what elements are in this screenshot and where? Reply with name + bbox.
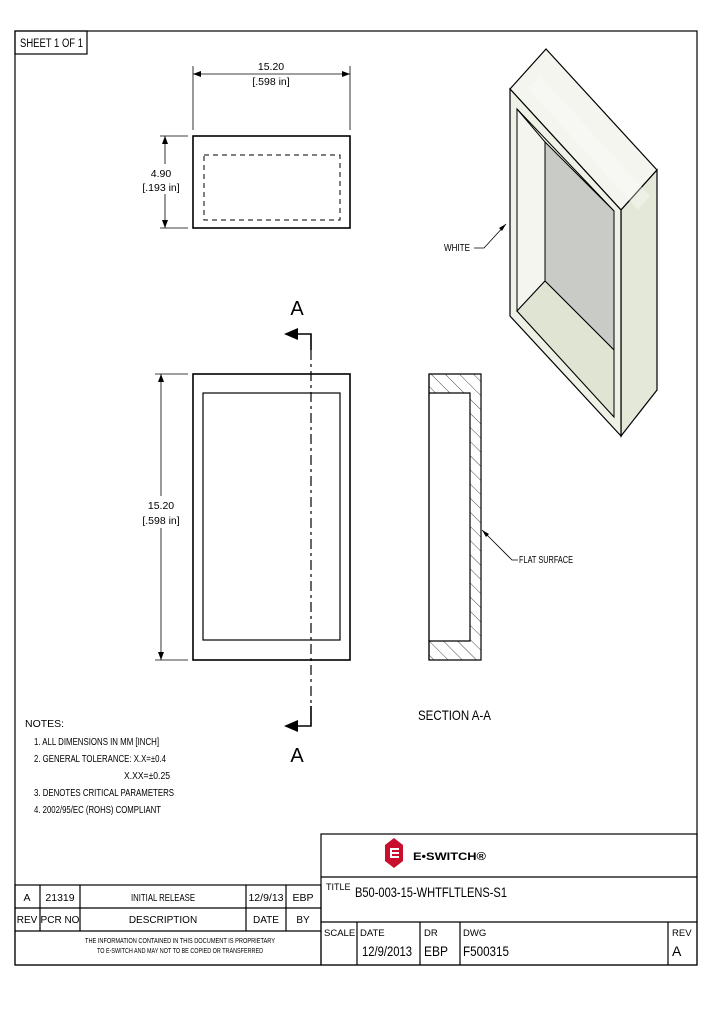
note-line-2: 2. GENERAL TOLERANCE: X.X=±0.4 [34, 753, 166, 765]
rev-row-by: EBP [292, 892, 313, 904]
disclaimer-line-1: THE INFORMATION CONTAINED IN THIS DOCUME… [85, 938, 275, 945]
dim-top-height-mm: 4.90 [151, 168, 172, 180]
sheet-label: SHEET 1 OF 1 [20, 38, 83, 50]
isometric-view: WHITE [444, 48, 658, 438]
logo-text: E•SWITCH® [413, 851, 486, 863]
section-line: A A [284, 298, 312, 767]
front-view: 15.20 [.598 in] [138, 373, 351, 661]
dr-label: DR [424, 928, 438, 939]
dwg-label: DWG [463, 928, 486, 939]
dr-value: EBP [424, 943, 448, 959]
notes: NOTES: 1. ALL DIMENSIONS IN MM [INCH] 2.… [25, 718, 174, 816]
dim-top-width-mm: 15.20 [258, 61, 284, 73]
rev-header-pcr: PCR NO [41, 915, 80, 926]
rev-value: A [672, 943, 682, 959]
rev-row-description: INITIAL RELEASE [131, 892, 195, 904]
dim-front-height-mm: 15.20 [148, 500, 174, 512]
rev-header-date: DATE [253, 915, 279, 926]
section-title: SECTION A-A [418, 707, 492, 723]
sheet-label-box [14, 30, 88, 55]
note-line-5: 4. 2002/95/EC (ROHS) COMPLIANT [34, 804, 161, 816]
note-line-3: X.XX=±0.25 [124, 770, 170, 782]
rev-header-by: BY [296, 915, 310, 926]
dim-front-height-in: [.598 in] [142, 515, 179, 527]
dim-top-width-in: [.598 in] [252, 76, 289, 88]
callout-flat-surface: FLAT SURFACE [519, 555, 573, 566]
disclaimer-line-2: TO E-SWITCH AND MAY NOT TO BE COPIED OR … [97, 948, 263, 955]
top-view: 15.20 [.598 in] 4.90 [.193 in] [140, 61, 351, 229]
rev-header-rev: REV [17, 915, 38, 926]
title-value: B50-003-15-WHTFLTLENS-S1 [355, 884, 507, 900]
rev-row-pcr: 21319 [45, 892, 74, 904]
section-marker-bottom: A [290, 745, 304, 767]
section-marker-top: A [290, 298, 304, 320]
note-line-1: 1. ALL DIMENSIONS IN MM [INCH] [34, 736, 159, 748]
rev-row-date: 12/9/13 [248, 892, 283, 904]
rev-row-rev: A [23, 892, 30, 904]
title-label: TITLE [326, 882, 351, 892]
dim-top-height-in: [.193 in] [142, 182, 179, 194]
rev-header-description: DESCRIPTION [129, 915, 197, 926]
rev-label: REV [672, 928, 692, 939]
note-line-4: 3. DENOTES CRITICAL PARAMETERS [34, 787, 174, 799]
date-label: DATE [360, 928, 385, 939]
callout-white: WHITE [444, 243, 470, 254]
scale-label: SCALE [324, 928, 355, 939]
section-view: FLAT SURFACE SECTION A-A [418, 373, 573, 723]
dwg-value: F500315 [463, 943, 509, 959]
revision-table: A 21319 INITIAL RELEASE 12/9/13 EBP REV … [14, 884, 322, 966]
notes-heading: NOTES: [25, 718, 64, 730]
title-block: E•SWITCH® TITLE B50-003-15-WHTFLTLENS-S1… [320, 833, 698, 966]
e-switch-logo: E•SWITCH® [385, 838, 486, 868]
date-value: 12/9/2013 [362, 943, 412, 959]
